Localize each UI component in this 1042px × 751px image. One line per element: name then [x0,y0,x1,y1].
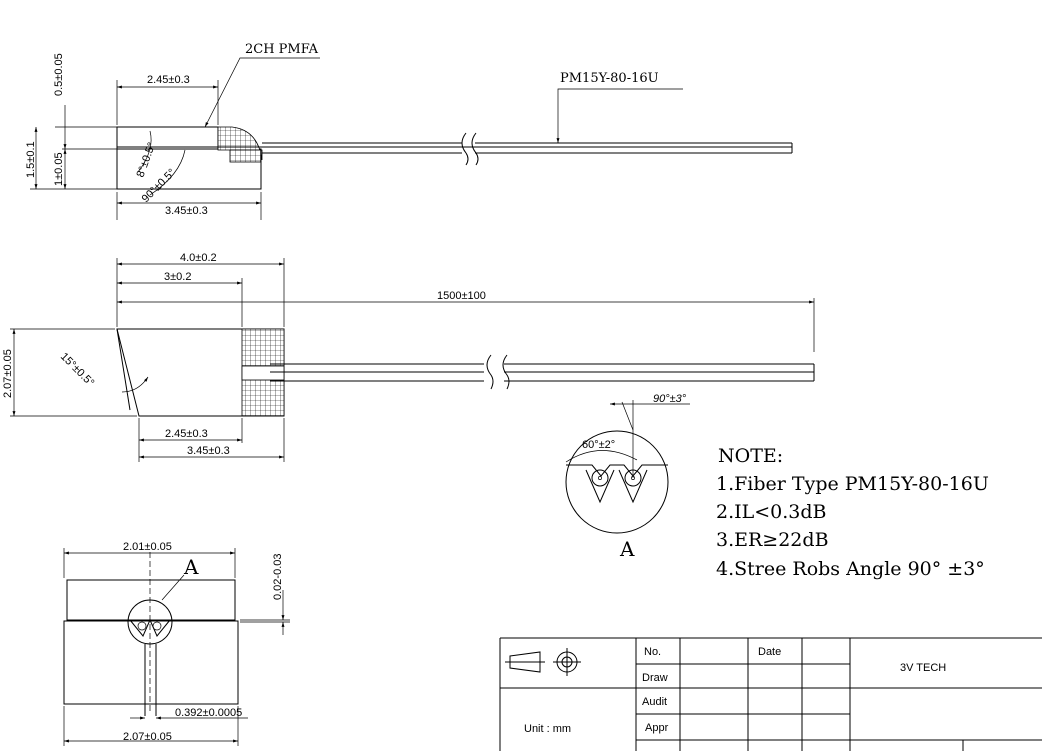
top-view: 4.0±0.2 3±0.2 1500±100 2.07±0.05 15°±0.5… [2,252,815,462]
notes: NOTE: 1.Fiber Type PM15Y-80-16U 2.IL<0.3… [716,445,989,580]
detail-a: 90°±3° 60°±2° A [565,393,690,561]
projection-symbol-icon [505,651,545,673]
detail-label-a: A [619,537,635,561]
dim-top-length: 2.45±0.3 [147,74,190,86]
note-item: 2.IL<0.3dB [716,501,827,523]
side-view: 2CH PMFA PM15Y-80-16U 2.45±0.3 0.5±0.05 … [25,42,793,220]
dim-top-thickness: 0.5±0.05 [53,53,65,96]
detail-circle [565,430,669,534]
tb-no: No. [644,646,661,658]
side-fiber-break [461,132,479,166]
label-2ch-pmfa: 2CH PMFA [245,42,319,57]
detail-v-groove-left [585,469,615,504]
dim-end-pitch: 0.392±0.0005 [175,707,242,719]
dim-angle-15: 15°±0.5° [58,351,96,389]
tb-appr: Appr [645,722,669,734]
dim-three: 3±0.2 [164,271,191,283]
note-item: 3.ER≥22dB [716,529,829,551]
end-label-a: A [183,555,199,579]
tb-unit: Unit : mm [524,723,571,735]
dim-outer-angle: 90°±3° [653,393,687,405]
side-glue-band [229,149,262,163]
notes-title: NOTE: [718,445,783,467]
end-detail-circle [127,599,173,645]
tb-draw: Draw [642,672,668,684]
end-view: A 2.01±0.05 0.02-0.03 0.392±0.0005 2.07±… [63,541,290,746]
dim-lower-height: 1±0.05 [53,152,65,186]
dim-width: 2.07±0.05 [2,349,14,398]
dim-fiber-length: 1500±100 [437,290,486,302]
leader-2ch [204,57,320,128]
title-block: No. Date Draw Audit Appr Unit : mm 3V TE… [499,637,1042,751]
note-item: 4.Stree Robs Angle 90° ±3° [716,558,985,580]
leader-fiber [556,88,683,143]
label-fiber-type: PM15Y-80-16U [560,71,659,86]
tb-company: 3V TECH [900,662,946,674]
top-fiber-break [486,354,510,390]
dim-base-length: 3.45±0.3 [187,445,230,457]
dim-total-height: 1.5±0.1 [25,141,37,178]
dim-bottom-length: 3.45±0.3 [165,205,208,217]
note-item: 1.Fiber Type PM15Y-80-16U [716,473,989,495]
tb-audit: Audit [642,696,667,708]
detail-v-groove-right [618,469,648,504]
dim-end-bottom: 2.07±0.05 [123,731,172,743]
dim-lid-length: 2.45±0.3 [165,428,208,440]
dim-end-gap: 0.02-0.03 [272,554,284,600]
dim-overall-length: 4.0±0.2 [180,252,217,264]
dim-end-top: 2.01±0.05 [123,541,172,553]
dim-inner-angle: 60°±2° [582,439,615,451]
tb-date: Date [758,646,781,658]
side-lid-block [116,126,219,150]
end-base [63,620,239,705]
